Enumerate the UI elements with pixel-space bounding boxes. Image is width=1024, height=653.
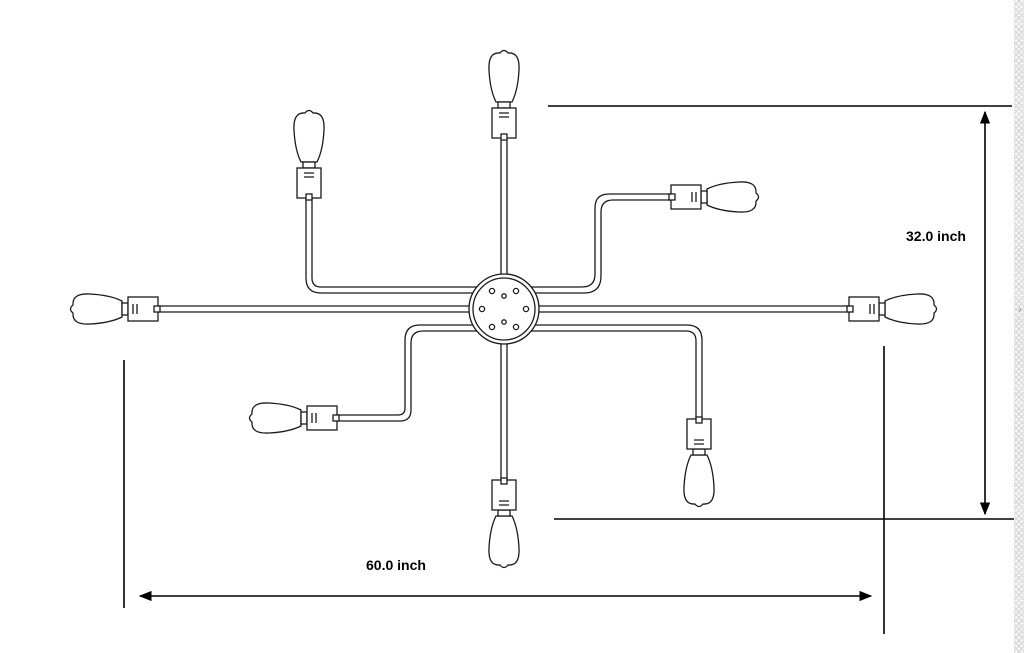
arm-upper-right	[518, 193, 673, 294]
window-edge-strip	[1014, 0, 1024, 653]
arm-upper-left	[305, 199, 494, 294]
bulb-top	[488, 49, 520, 141]
width-dimension	[123, 346, 885, 634]
bulb-assembly	[293, 109, 325, 201]
bulb-far-right	[846, 293, 938, 325]
bulbs	[69, 49, 938, 569]
arm-lower-left	[335, 324, 494, 422]
bulb-lower-right	[683, 416, 715, 508]
arm-lower-right	[518, 324, 703, 418]
arm-right	[518, 305, 852, 313]
bulb-assembly	[683, 416, 715, 508]
fixture-arms	[157, 140, 852, 478]
bulb-far-left	[69, 293, 161, 325]
arm-left	[157, 305, 490, 313]
height-dimension	[548, 105, 1014, 520]
width-dimension-label: 60.0 inch	[366, 557, 426, 573]
height-dimension-label: 32.0 inch	[906, 228, 966, 244]
bulb-assembly	[248, 402, 340, 434]
canopy-hub	[468, 273, 540, 345]
bulb-assembly	[846, 293, 938, 325]
bulb-assembly	[488, 477, 520, 569]
bulb-upper-left	[293, 109, 325, 201]
bulb-bottom	[488, 477, 520, 569]
bulb-lower-left	[248, 402, 340, 434]
bulb-assembly	[668, 181, 760, 213]
arm-top	[500, 140, 508, 298]
arm-bottom	[500, 320, 508, 478]
bulb-right-upper	[668, 181, 760, 213]
bulb-assembly	[488, 49, 520, 141]
edge-mark: º	[1018, 309, 1021, 316]
bulb-assembly	[69, 293, 161, 325]
